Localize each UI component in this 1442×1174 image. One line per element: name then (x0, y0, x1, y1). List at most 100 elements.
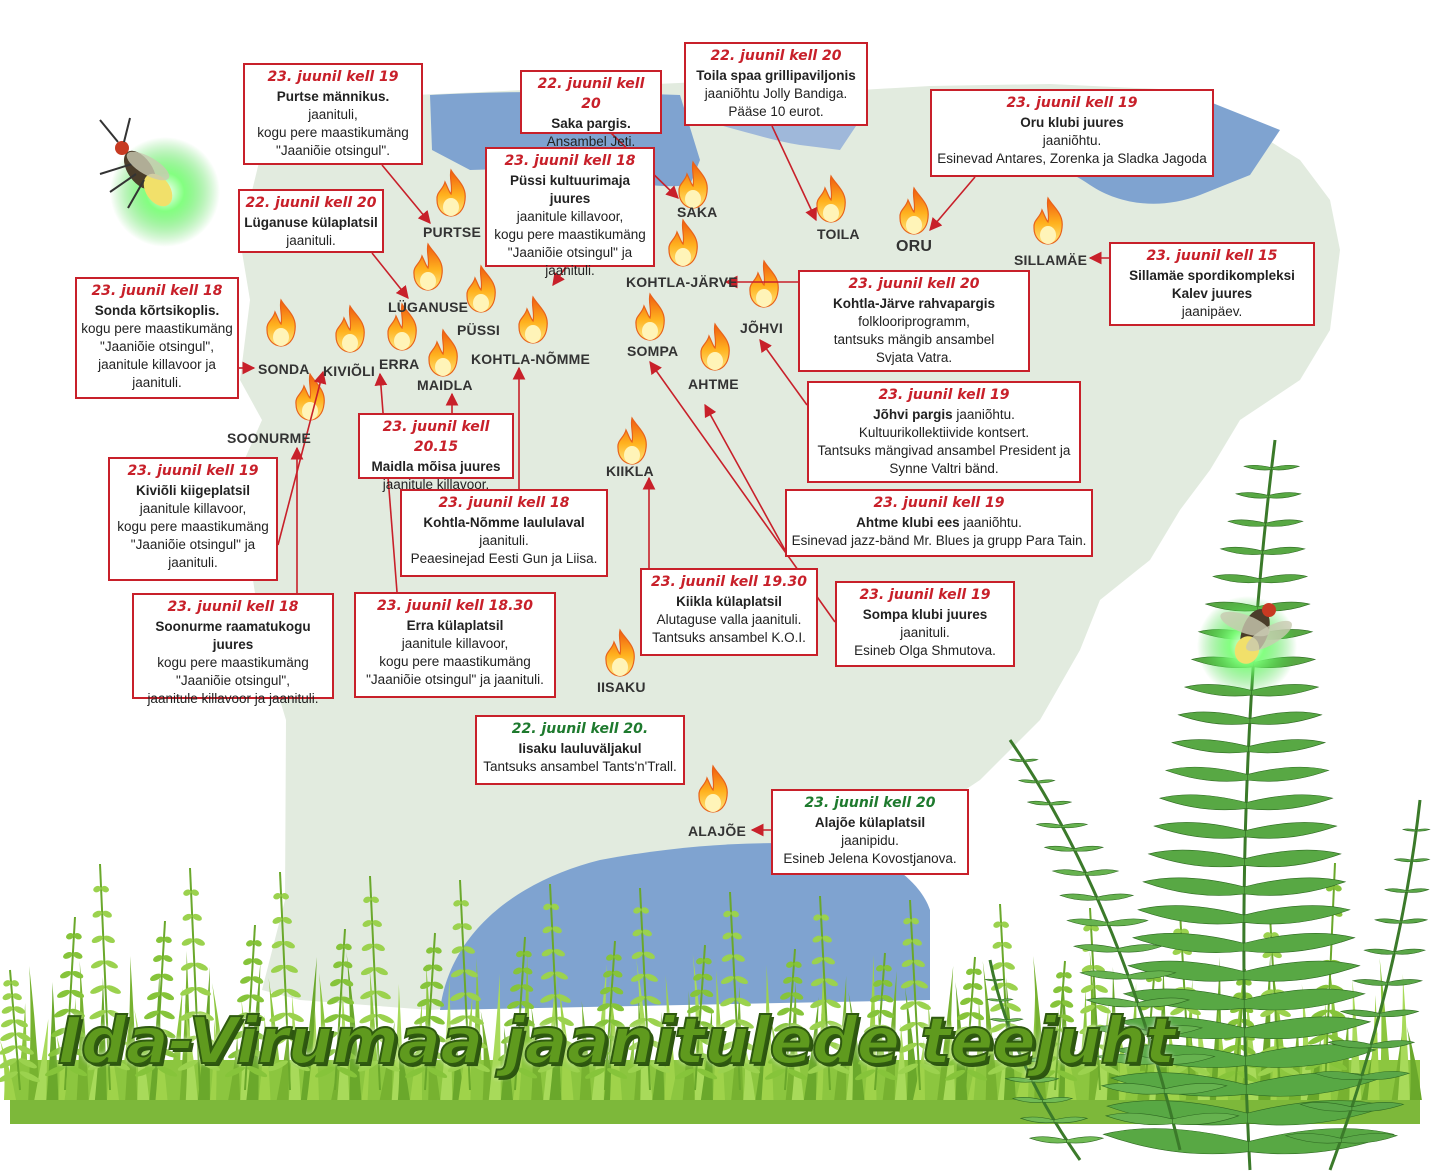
event-place: Maidla mõisa juures (371, 459, 501, 474)
event-description: kogu pere maastikumäng "Jaaniõie otsingu… (81, 321, 233, 390)
town-label-kohtla-nomme: KOHTLA-NÕMME (471, 351, 591, 367)
town-label-maidla: MAIDLA (417, 377, 473, 393)
event-time: 23. juunil kell 19 (878, 387, 1010, 403)
event-place: Jõhvi pargis (873, 407, 953, 422)
event-time: 23. juunil kell 19 (127, 463, 259, 479)
event-place: Soonurme raamatukogu juures (155, 619, 311, 652)
event-place: Erra külaplatsil (406, 618, 504, 633)
pointer-arrow (371, 252, 409, 299)
event-description: jaanipidu. Esineb Jelena Kovostjanova. (783, 833, 957, 866)
event-box-kiikla: 23. juunil kell 19.30 Kiikla külaplatsil… (640, 568, 818, 656)
event-place: Kohtla-Nõmme laululaval (423, 515, 585, 530)
event-description: Tantsuks ansambel Tants'n'Trall. (483, 759, 677, 774)
event-box-oru: 23. juunil kell 19 Oru klubi juures jaan… (930, 89, 1214, 177)
lake-water (440, 843, 930, 1010)
event-time: 23. juunil kell 15 (1146, 248, 1278, 264)
event-description: Ansambel Jeti. (546, 134, 636, 149)
town-label-iisaku: IISAKU (597, 679, 646, 695)
event-description: jaanitule killavoor, kogu pere maastikum… (366, 636, 544, 687)
event-description: Esinevad jazz-bänd Mr. Blues ja grupp Pa… (791, 533, 1087, 548)
town-label-sompa: SOMPA (627, 343, 679, 359)
event-box-erra: 23. juunil kell 18.30 Erra külaplatsil j… (354, 592, 556, 698)
event-time: 23. juunil kell 18 (91, 283, 223, 299)
event-time: 23. juunil kell 19 (873, 495, 1005, 511)
town-label-luganuse: LÜGANUSE (388, 299, 469, 315)
event-description: kogu pere maastikumäng "Jaaniõie otsingu… (147, 655, 319, 706)
event-place: Kohtla-Järve rahvapargis (832, 296, 996, 311)
town-label-toila: TOILA (817, 226, 860, 242)
town-label-alajoe: ALAJÕE (688, 823, 746, 839)
event-place: Toila spaa grillipaviljonis (696, 68, 856, 83)
event-time: 23. juunil kell 18 (504, 153, 636, 169)
firefly-icon (1197, 596, 1297, 696)
event-time: 23. juunil kell 18 (438, 495, 570, 511)
event-time: 22. juunil kell 20 (245, 195, 377, 211)
event-description: jaanituli. Peaesinejad Eesti Gun ja Liis… (410, 533, 598, 566)
event-place: Sonda kõrtsikoplis. (94, 303, 220, 318)
event-description: jaanitule killavoor. (382, 477, 490, 492)
event-place: Sillamäe spordikompleksi Kalev juures (1129, 268, 1295, 301)
event-time: 22. juunil kell 20. (511, 721, 649, 737)
event-box-toila: 22. juunil kell 20 Toila spaa grillipavi… (684, 42, 868, 126)
event-place: Iisaku lauluväljakul (518, 741, 642, 756)
pointer-arrow (771, 125, 817, 222)
town-label-kohtla-jarve: KOHTLA-JÄRVE (626, 274, 738, 290)
event-description-inline: jaaniõhtu. (952, 407, 1015, 422)
event-place: Ahtme klubi ees (856, 515, 960, 530)
town-label-oru: ORU (896, 238, 933, 255)
event-box-johvi: 23. juunil kell 19 Jõhvi pargis jaaniõht… (807, 381, 1081, 483)
town-label-saka: SAKA (677, 204, 718, 220)
event-box-iisaku: 22. juunil kell 20. Iisaku lauluväljakul… (475, 715, 685, 785)
event-time: 22. juunil kell 20 (710, 48, 842, 64)
event-box-luganuse: 22. juunil kell 20 Lüganuse külaplatsil … (238, 189, 384, 253)
event-time: 23. juunil kell 19 (267, 69, 399, 85)
event-box-sompa: 23. juunil kell 19 Sompa klubi juures ja… (835, 581, 1015, 667)
pointer-arrow (381, 164, 431, 224)
event-time: 23. juunil kell 19 (1006, 95, 1138, 111)
event-place: Püssi kultuurimaja juures (509, 173, 631, 206)
town-label-ahtme: AHTME (688, 376, 739, 392)
event-place: Lüganuse külaplatsil (244, 215, 378, 230)
event-box-kohtla-jarve: 23. juunil kell 20 Kohtla-Järve rahvapar… (798, 270, 1030, 372)
town-label-kiikla: KIIKLA (606, 463, 654, 479)
event-time: 23. juunil kell 19 (859, 587, 991, 603)
event-description: jaaniõhtu. Esinevad Antares, Zorenka ja … (937, 133, 1207, 166)
event-box-soonurme: 23. juunil kell 18 Soonurme raamatukogu … (132, 593, 334, 706)
event-box-kohtla-nomme: 23. juunil kell 18 Kohtla-Nõmme laululav… (400, 489, 608, 577)
event-time: 22. juunil kell 20 (537, 76, 645, 112)
event-place: Purtse männikus. (276, 89, 390, 104)
event-description: jaanitule killavoor, kogu pere maastikum… (117, 501, 269, 570)
event-box-sonda: 23. juunil kell 18 Sonda kõrtsikoplis. k… (75, 277, 239, 399)
event-description: folklooriprogramm, tantsuks mängib ansam… (833, 314, 995, 365)
event-box-pussi: 23. juunil kell 18 Püssi kultuurimaja ju… (485, 147, 655, 278)
event-description: Alutaguse valla jaanituli. Tantsuks ansa… (652, 612, 806, 645)
event-description: jaanituli. (286, 233, 336, 248)
event-time: 23. juunil kell 18 (167, 599, 299, 615)
event-time: 23. juunil kell 19.30 (651, 574, 807, 590)
town-label-sonda: SONDA (258, 361, 310, 377)
event-box-maidla: 23. juunil kell 20.15 Maidla mõisa juure… (358, 413, 514, 492)
fern-icon (984, 439, 1431, 1171)
event-place: Oru klubi juures (1020, 115, 1124, 130)
event-description-inline: jaaniõhtu. (959, 515, 1022, 530)
town-label-sillamae: SILLAMÄE (1014, 252, 1088, 268)
event-place: Saka pargis. (551, 116, 631, 131)
event-box-sillamae: 23. juunil kell 15 Sillamäe spordikomple… (1109, 242, 1315, 326)
event-time: 23. juunil kell 20.15 (382, 419, 490, 455)
town-label-purtse: PURTSE (423, 224, 481, 240)
page-title: Ida-Virumaa jaanitulede teejuht (57, 1004, 1176, 1080)
event-box-saka: 22. juunil kell 20 Saka pargis. Ansambel… (520, 70, 662, 149)
event-time: 23. juunil kell 20 (848, 276, 980, 292)
pointer-arrow (704, 403, 786, 551)
event-box-purtse: 23. juunil kell 19 Purtse männikus. jaan… (243, 63, 423, 165)
event-time: 23. juunil kell 18.30 (377, 598, 533, 614)
town-label-johvi: JÕHVI (740, 320, 784, 336)
town-label-soonurme: SOONURME (227, 430, 312, 446)
pointer-arrow (552, 266, 567, 287)
event-place: Alajõe külaplatsil (814, 815, 926, 830)
event-time: 23. juunil kell 20 (804, 795, 936, 811)
event-place: Sompa klubi juures (862, 607, 988, 622)
event-place: Kiviõli kiigeplatsil (135, 483, 251, 498)
town-label-erra: ERRA (379, 356, 420, 372)
